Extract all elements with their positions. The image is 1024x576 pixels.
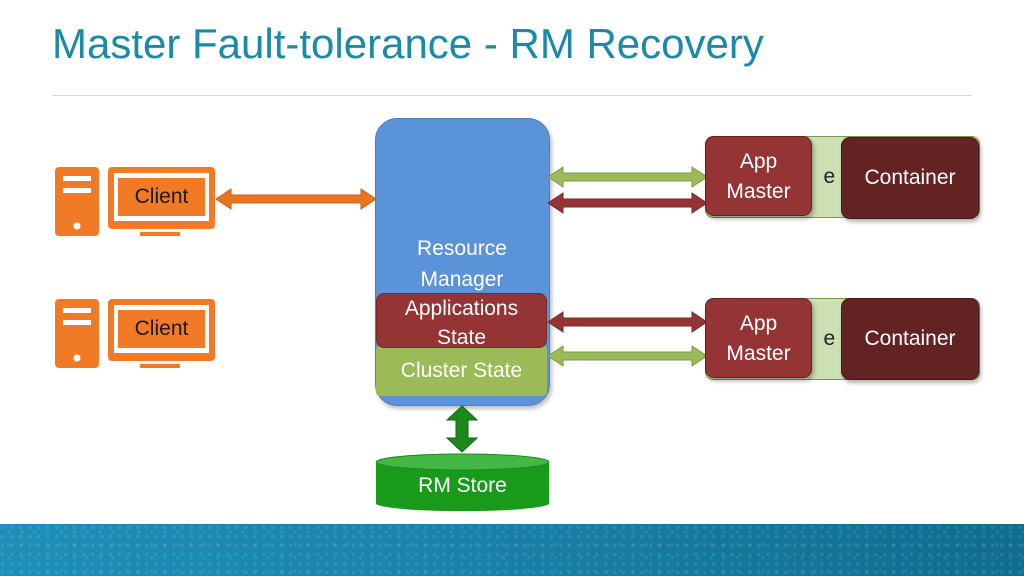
footer-band [0,524,1024,576]
app-master-line2: Master [726,342,791,365]
resource-manager-label-line1: Resource [417,237,507,260]
applications-state-line1: Applications [404,297,519,320]
footer-pattern [0,524,1024,576]
resource-manager-label-line2: Manager [420,268,504,291]
app-master-line1: App [739,312,778,335]
app-master-1: App Master [705,136,812,216]
applications-state-line2: State [436,326,487,349]
app-master-line1: App [739,150,778,173]
app-master-line2: Master [726,180,791,203]
container-2: Container [841,298,979,380]
container-1: Container [841,137,979,219]
app-master-2: App Master [705,298,812,378]
slide-title: Master Fault-tolerance - RM Recovery [52,20,764,67]
title-divider [52,95,972,96]
rm-store-label: RM Store [418,474,507,497]
client-label: Client [118,178,205,216]
rm-nm2-red-arrow [547,311,708,333]
client-label: Client [118,310,205,348]
database-cylinder-icon [375,453,550,512]
rm-store-arrow [445,405,479,453]
resource-manager-label: Resource Manager [375,233,549,295]
cluster-state-box: Cluster State [376,346,547,396]
applications-state-box: Applications State [376,293,547,349]
rm-nm1-green-arrow [547,166,708,188]
rm-nm1-red-arrow [547,192,708,214]
rm-nm2-green-arrow [547,345,708,367]
client-rm-arrow [215,188,377,210]
client-2: Client [54,298,216,370]
client-1: Client [54,166,216,238]
